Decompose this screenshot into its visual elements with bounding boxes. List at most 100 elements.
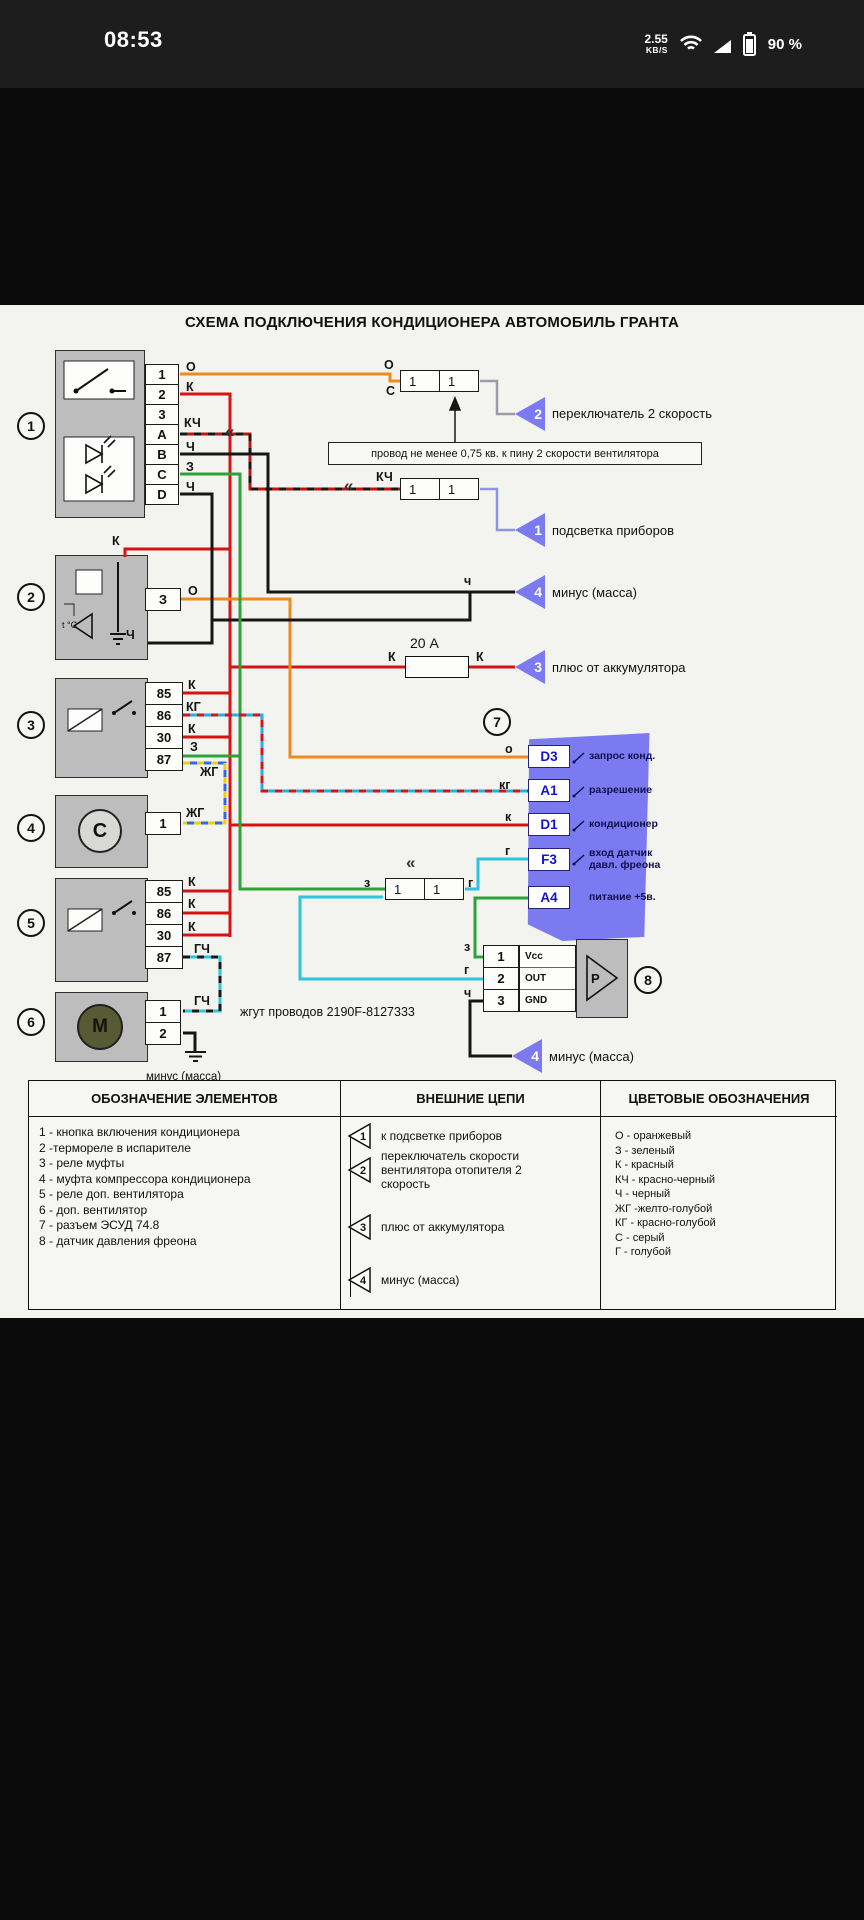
diagram-sheet: СХЕМА ПОДКЛЮЧЕНИЯ КОНДИЦИОНЕРА АВТОМОБИЛ… [0,305,864,1318]
component-number-4: 4 [17,814,45,842]
legend-element-item: 7 - разъем ЭСУД 74.8 [39,1218,160,1232]
legend-color-item: С - серый [615,1231,665,1244]
sensor-signal-label: Vcc [520,946,575,968]
wire-label: О [186,360,196,374]
wire-label: г [468,876,474,890]
pin-box: 30 [145,924,183,947]
twisted-pair-icon: « [344,476,354,495]
pin-box: 86 [145,902,183,925]
wire-label: К [188,920,196,934]
status-bar: 08:53 2.55 KB/S 90 % [0,0,864,88]
ecu-pin-row: D1 кондиционер [528,813,667,836]
pin-box: 87 [145,748,183,771]
ecu-pin-box: D3 [528,745,570,768]
pin-box: B [145,444,179,465]
wire-label: г [464,963,470,977]
pin-box: 87 [145,946,183,969]
wire-label: о [505,742,513,756]
connector-box: 1 [439,478,479,500]
pin-box: З [145,588,181,611]
fuse-box [405,656,469,678]
wire-label: Ч [186,480,195,494]
wire-label: ч [464,986,472,1000]
svg-text:4: 4 [360,1275,367,1287]
wire-label: К [188,875,196,889]
ecu-pin-row: D3 запрос конд. [528,745,667,768]
component-number-5: 5 [17,909,45,937]
legend-element-item: 6 - доп. вентилятор [39,1202,148,1217]
wire-label: К [188,722,196,736]
legend-circuit-item: 3 плюс от аккумулятора [341,1199,600,1255]
terminal-label: минус (масса) [552,585,637,600]
compressor-clutch-pins: 1 [145,812,181,835]
legend-element-item: 3 - реле муфты [39,1156,125,1170]
fan-motor-symbol: М [77,1004,123,1050]
circuit-triangle-icon: 3 [347,1214,371,1240]
wire-yellow-blue [183,761,227,825]
wire-label: з [364,876,371,890]
wire-red-black [180,432,400,491]
legend-color-item: Ч - черный [615,1188,671,1200]
relay-symbol-icon [67,900,136,932]
pin-box: 85 [145,682,183,705]
legend-header-circuits: ВНЕШНИЕ ЦЕПИ [341,1081,601,1117]
pin-box: 85 [145,880,183,903]
status-icons: 2.55 KB/S 90 % [644,24,802,64]
pin-box: D [145,484,179,505]
wire-label: ЖГ [200,765,219,779]
network-speed: 2.55 KB/S [644,31,668,56]
legend-table: ОБОЗНАЧЕНИЕ ЭЛЕМЕНТОВ ВНЕШНИЕ ЦЕПИ ЦВЕТО… [28,1080,837,1310]
sensor-signal-label: OUT [520,968,575,990]
wires-orange [180,372,528,759]
pressure-sensor-symbol: Р [576,939,628,1018]
legend-circuit-item: 4 минус (масса) [341,1265,600,1295]
component-number-3: 3 [17,711,45,739]
pin-box: 2 [145,1022,181,1045]
component-clutch-relay [55,678,148,778]
wire-label: Ч [186,440,195,454]
ecu-pin-label: запрос конд. [589,750,656,763]
note-arrow-icon [448,396,462,442]
wire-label: О [188,584,198,598]
network-speed-value: 2.55 [644,31,668,46]
legend-color-item: КГ - красно-голубой [615,1217,716,1229]
switch-icon [572,854,585,866]
compressor-clutch-symbol: С [78,809,122,853]
wire-gray [480,379,515,416]
legend-header-elements: ОБОЗНАЧЕНИЕ ЭЛЕМЕНТОВ [29,1081,341,1117]
circuit-triangle-icon: 2 [347,1157,371,1183]
wire-label: КГ [186,700,201,714]
thermo-relay-symbol-icon: t °C [62,562,126,645]
wires-green [180,472,528,959]
connector-box: 1 [400,370,440,392]
wire-label: К [476,650,484,664]
button-symbol-icon [63,360,135,502]
wire-label: О [384,358,394,372]
wire-label: К [188,897,196,911]
svg-text:Р: Р [591,971,600,986]
ground-symbol [185,1051,206,1062]
legend-element-item: 2 -термореле в испарителе [39,1140,191,1155]
ecu-pin-row: F3 вход датчик давл. фреона [528,847,667,871]
switch-icon [572,785,585,797]
diagram-title: СХЕМА ПОДКЛЮЧЕНИЯ КОНДИЦИОНЕРА АВТОМОБИЛ… [184,314,680,331]
connector-box: 1 [424,878,464,900]
sensor-signal-label: GND [525,995,548,1006]
svg-text:2: 2 [360,1165,366,1177]
wire-label: З [190,740,198,754]
pin-box: 1 [145,364,179,385]
component-number-7: 7 [483,708,511,736]
wires-cyan [298,857,528,981]
wire-label: К [388,650,396,664]
battery-percent: 90 % [767,35,802,53]
fuse-rating-label: 20 А [410,635,439,651]
connector-box: 1 [439,370,479,392]
wire-label: к [505,810,512,824]
